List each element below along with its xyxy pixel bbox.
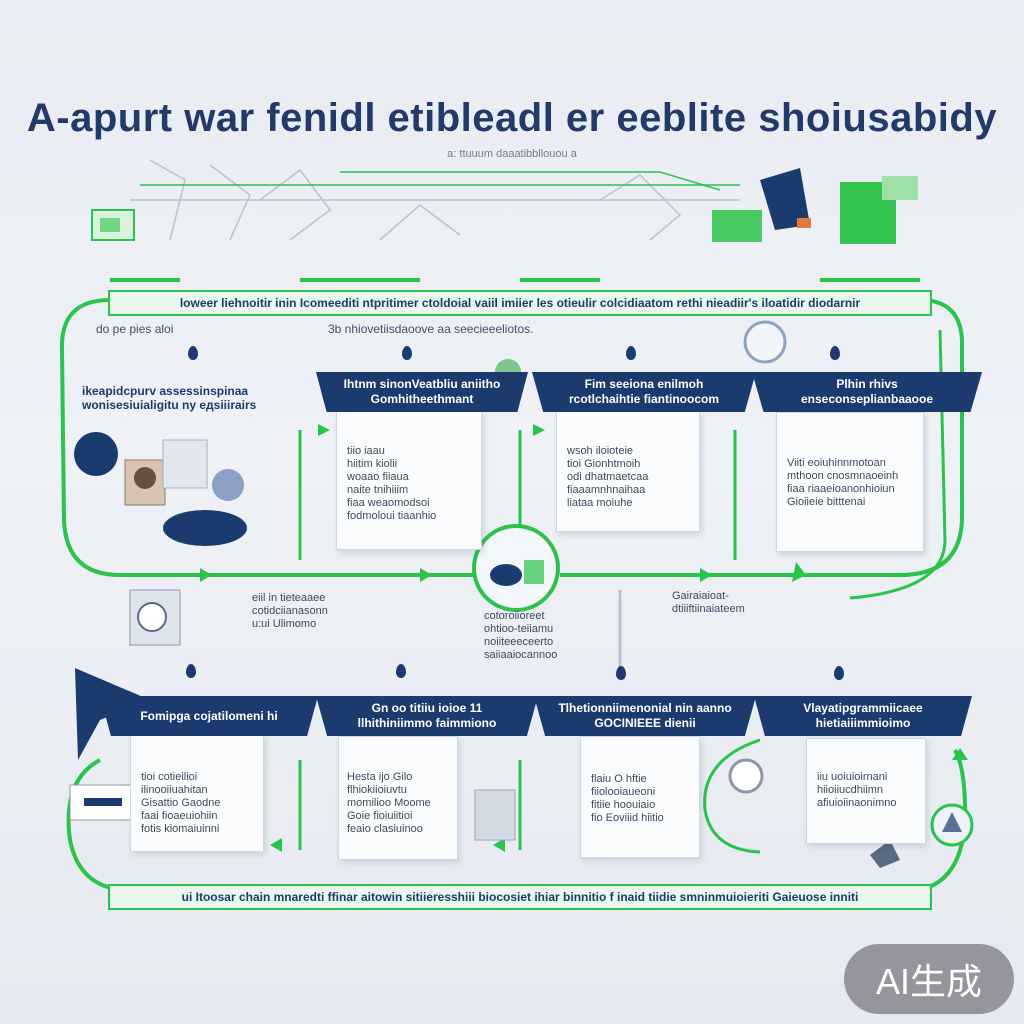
middle-left-text: eiil in tieteaaee cotidciianasonn u:ui U… — [252, 592, 328, 630]
folder-icon — [712, 210, 762, 242]
step-banner: Ihtnm sinonVeatbliu aniitho Gomhitheethm… — [316, 372, 528, 412]
clock-icon — [728, 758, 764, 794]
page-title: A-apurt war fenidl etibleadl er eeblite … — [26, 96, 998, 140]
step-card-text: tioi cotieilioi ilinooiiuahitan Gisattio… — [141, 771, 221, 835]
step-card: tiio iaau hiitim kiolii woaao fiiaua nai… — [336, 410, 482, 550]
section-headline: ikeapidcpurv assessinspinaa wonisesiuial… — [82, 384, 257, 412]
step-banner: Fim seeiona enilmoh rcotlchaihtie fianti… — [532, 372, 756, 412]
step-card: Viiti eoiuhinnmotoan mthoon cnosmnaoeinh… — [776, 412, 924, 552]
step-card-text: Hesta ijo Gilo flhiokiioiuvtu momilioo M… — [347, 771, 431, 835]
step-banner: Plhin rhivs enseconseplianbaaooe — [752, 372, 982, 412]
step-marker — [396, 664, 406, 678]
ai-generated-badge: AI生成 — [844, 944, 1014, 1014]
bottom-process-strip: ui Itoosar chain mnaredti ffinar aitowin… — [108, 884, 932, 910]
step-marker — [830, 346, 840, 360]
step-card: flaiu O hftie fiiolooiaueoni fitiie hoou… — [580, 736, 700, 858]
step-banner: Tlhetionniimenonial nin aanno GOCINIEEE … — [534, 696, 756, 736]
step-card-text: wsoh iloioteie tioi Gionhtmoih odi dhatm… — [567, 445, 649, 509]
step-card: wsoh iloioteie tioi Gionhtmoih odi dhatm… — [556, 410, 700, 532]
step-marker — [186, 664, 196, 678]
monitor-icon — [162, 439, 208, 489]
middle-center-text: cotoroiioreet ohtioo-teiiamu noiiteeecee… — [484, 610, 558, 661]
section-label-mid: 3b nhiovetiisdaoove aa seecieeeliotos. — [328, 322, 534, 336]
step-banner: Gn oo titiiu ioioe 11 llhithiniimmo faim… — [316, 696, 538, 736]
globe-icon — [74, 432, 118, 476]
step-banner: Fomipga cojatilomeni hi — [100, 696, 318, 736]
step-card-text: iiu uoiuioirnani hiioiiucdhiimn afiuioii… — [817, 771, 897, 809]
step-card-text: tiio iaau hiitim kiolii woaao fiiaua nai… — [347, 445, 437, 522]
step-marker — [188, 346, 198, 360]
lamp-icon — [870, 840, 900, 868]
step-card: tioi cotieilioi ilinooiiuahitan Gisattio… — [130, 734, 264, 852]
top-process-strip: loweer liehnoitir inin Icomeediti ntprit… — [108, 290, 932, 316]
loop-arrowheads — [200, 424, 806, 582]
step-marker — [402, 346, 412, 360]
top-green-lines — [110, 171, 920, 282]
middle-right-text: Gairaiaioat- dtiiiftiinaiateem — [672, 590, 745, 615]
bottom-loop-inner — [298, 738, 761, 854]
step-marker — [616, 666, 626, 680]
top-loop-inner — [298, 329, 947, 600]
section-label-left: do pe pies aloi — [96, 322, 174, 336]
page-subtitle: a: ttuuum daaatibbllouou a — [447, 148, 577, 160]
step-card-text: flaiu O hftie fiiolooiaueoni fitiie hoou… — [591, 773, 664, 824]
step-marker — [626, 346, 636, 360]
top-loop — [59, 298, 964, 577]
person-icon — [163, 510, 247, 546]
step-card-text: Viiti eoiuhinnmotoan mthoon cnosmnaoeinh… — [787, 457, 899, 508]
step-card: Hesta ijo Gilo flhiokiioiuvtu momilioo M… — [338, 736, 458, 860]
shelf-icon — [474, 789, 516, 841]
laptop-icon — [760, 168, 810, 230]
step-banner: Vlayatipgrammiicaee hietiaiiimmioimo — [754, 696, 972, 736]
step-marker — [834, 666, 844, 680]
step-card: iiu uoiuioirnani hiioiiucdhiimn afiuioii… — [806, 738, 926, 844]
gear-icon — [743, 320, 787, 364]
